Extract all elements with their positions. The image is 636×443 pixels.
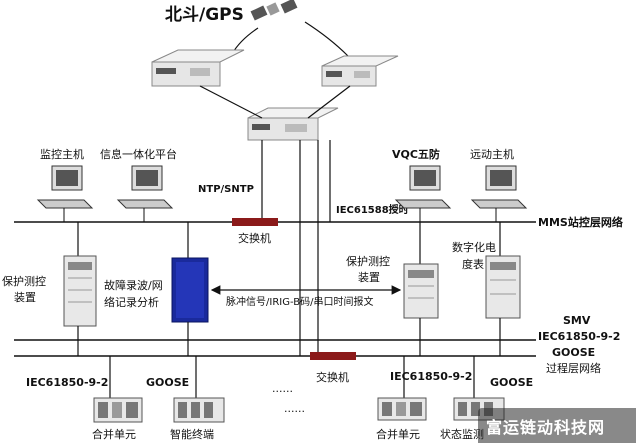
- protect-left-label-2: 装置: [14, 291, 36, 304]
- protect-mid-label-2: 装置: [358, 271, 380, 284]
- vqc-label: VQC五防: [392, 147, 440, 161]
- beidou-gps-label: 北斗/GPS: [165, 5, 244, 25]
- ntp-label: NTP/SNTP: [198, 184, 254, 195]
- remote-host-computer: [470, 165, 528, 222]
- info-platform-computer: [116, 165, 174, 222]
- merge-unit-2-device: [377, 397, 427, 421]
- protect-device-left: [63, 255, 97, 327]
- iec61588-label: IEC61588授时: [336, 203, 409, 216]
- dots-label: ......: [272, 382, 293, 395]
- smart-terminal-device: [173, 397, 225, 423]
- recorder-label-1: 故障录波/网: [104, 278, 163, 292]
- recorder-label-2: 络记录分析: [104, 295, 159, 309]
- smv-label: SMV: [563, 314, 591, 327]
- protect-device-mid: [403, 263, 439, 319]
- monitor-host-computer: [36, 165, 94, 222]
- switch-2: [310, 352, 356, 360]
- watermark-text: 富运链动科技网: [486, 418, 606, 437]
- goose-mid-label: GOOSE: [490, 376, 533, 389]
- process-net-label: 过程层网络: [546, 361, 601, 375]
- iec-92-mid-label: IEC61850-9-2: [390, 370, 472, 383]
- fault-recorder-device: [171, 257, 209, 323]
- goose-left-label: GOOSE: [146, 376, 189, 389]
- protect-left-label-1: 保护测控: [2, 274, 46, 288]
- watermark: 富运链动科技网: [478, 408, 636, 443]
- satellite-icon: [250, 0, 298, 21]
- iec-92-left-label: IEC61850-9-2: [26, 376, 108, 389]
- info-platform-label: 信息一体化平台: [100, 147, 177, 161]
- mms-label: MMS站控层网络: [538, 215, 623, 229]
- smart-terminal-label: 智能终端: [170, 427, 214, 441]
- clock-server-center: [247, 107, 339, 141]
- clock-server-left: [151, 49, 245, 87]
- digital-meter-label-1: 数字化电: [452, 240, 496, 254]
- pulse-label: 脉冲信号/IRIG-B码/串口时间报文: [226, 295, 373, 308]
- monitor-host-label: 监控主机: [40, 147, 84, 161]
- protect-mid-label-1: 保护测控: [346, 254, 390, 268]
- goose-right-label: GOOSE: [552, 346, 595, 359]
- digital-meter-label-2: 度表: [462, 257, 484, 271]
- digital-meter-device: [485, 255, 521, 319]
- vqc-computer: [394, 165, 452, 222]
- clock-server-right: [321, 55, 399, 87]
- status-monitor-label: 状态监测: [440, 427, 484, 441]
- merge-unit-1-device: [93, 397, 143, 423]
- remote-host-label: 远动主机: [470, 147, 514, 161]
- switch-2-label: 交换机: [316, 370, 349, 384]
- switch-1-label: 交换机: [238, 231, 271, 245]
- switch-1: [232, 218, 278, 226]
- dots-label-2: ......: [284, 402, 305, 415]
- iec-92-right-label: IEC61850-9-2: [538, 330, 620, 343]
- merge-unit-2-label: 合并单元: [376, 427, 420, 441]
- merge-unit-1-label: 合并单元: [92, 427, 136, 441]
